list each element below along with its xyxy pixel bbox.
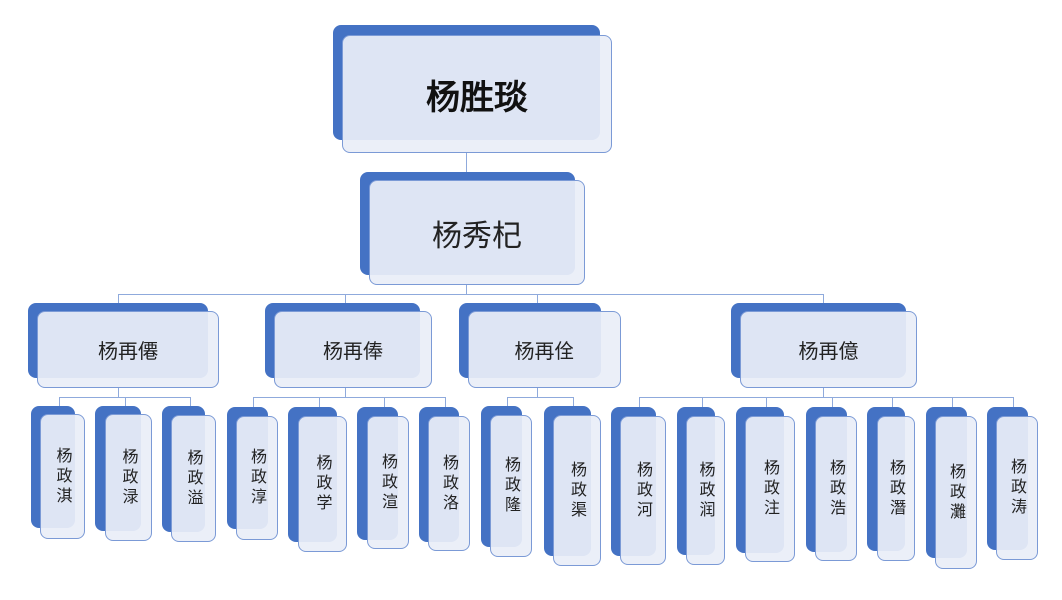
connector-level3-drop [345,294,346,304]
leaf-node-label: 杨政溢 [184,448,204,509]
connector-level4-drop [445,397,446,407]
root-node[interactable]: 杨胜琰 [342,35,612,153]
leaf-node-label: 杨政学 [313,454,333,514]
leaf-node[interactable]: 杨政润 [686,416,725,565]
leaf-node-label: 杨政灘 [947,462,966,523]
connector-level3-drop [823,294,824,304]
connector-level3-drop [118,294,119,304]
connector-level4-drop [573,397,574,407]
connector-level4-drop [702,397,703,407]
connector-level4-drop [892,397,893,407]
level3-node-3-label: 杨再佺 [514,339,575,363]
connector-level4-stem [823,388,824,397]
leaf-node[interactable]: 杨政学 [298,416,347,552]
connector-level3-drop [537,294,538,304]
level3-node-4[interactable]: 杨再億 [740,311,917,388]
leaf-node-label: 杨政渲 [379,452,398,513]
connector-level3-bus [118,294,823,295]
level3-node-4-label: 杨再億 [798,339,859,363]
connector-level4-drop [952,397,953,407]
leaf-node[interactable]: 杨政渲 [367,416,409,549]
connector-level4-bus [253,397,445,398]
leaf-node[interactable]: 杨政河 [620,416,666,565]
leaf-node-label: 杨政渠 [568,460,587,521]
connector-level4-stem [345,388,346,397]
connector-level4-drop [253,397,254,407]
leaf-node-label: 杨政隆 [502,456,521,516]
leaf-node-label: 杨政河 [634,460,653,521]
leaf-node-label: 杨政洛 [440,453,459,514]
root-node-label: 杨胜琰 [426,77,528,118]
level3-node-1-label: 杨再僊 [98,339,158,363]
connector-level4-bus [639,397,1013,398]
connector-level4-stem [537,388,538,397]
connector-level4-drop [507,397,508,407]
connector-level4-drop [384,397,385,407]
leaf-node[interactable]: 杨政灘 [935,416,977,569]
leaf-node[interactable]: 杨政浩 [815,416,857,561]
connector-level2-down [466,285,467,294]
leaf-node[interactable]: 杨政洛 [428,416,470,551]
connector-level4-drop [190,397,191,407]
leaf-node[interactable]: 杨政溢 [171,415,216,542]
leaf-node-label: 杨政注 [761,459,780,519]
level2-node[interactable]: 杨秀杞 [369,180,585,285]
level3-node-1[interactable]: 杨再僊 [37,311,219,388]
leaf-node[interactable]: 杨政注 [745,416,795,562]
leaf-node[interactable]: 杨政隆 [490,415,532,557]
leaf-node-label: 杨政淳 [248,448,267,508]
leaf-node-label: 杨政涛 [1008,458,1027,518]
leaf-node-label: 杨政淇 [53,446,73,507]
level2-node-label: 杨秀杞 [432,218,522,254]
leaf-node[interactable]: 杨政淳 [236,416,278,540]
connector-level4-drop [639,397,640,407]
connector-level4-bus [507,397,573,398]
connector-level4-bus [59,397,190,398]
leaf-node-label: 杨政润 [696,460,716,521]
leaf-node-label: 杨政潛 [887,458,906,519]
connector-level4-drop [125,397,126,407]
level3-node-2[interactable]: 杨再俸 [274,311,432,388]
leaf-node[interactable]: 杨政涛 [996,416,1038,560]
leaf-node-label: 杨政渌 [119,447,139,508]
leaf-node[interactable]: 杨政潛 [877,416,915,561]
connector-level4-drop [1013,397,1014,407]
connector-level4-drop [832,397,833,407]
leaf-node[interactable]: 杨政渠 [553,415,601,566]
level3-node-2-label: 杨再俸 [323,339,383,363]
connector-level4-drop [766,397,767,407]
level3-node-3[interactable]: 杨再佺 [468,311,621,388]
leaf-node[interactable]: 杨政渌 [105,414,152,541]
leaf-node-label: 杨政浩 [827,458,846,519]
connector-level4-stem [118,388,119,397]
connector-level4-drop [319,397,320,407]
leaf-node[interactable]: 杨政淇 [40,414,85,539]
connector-level4-drop [59,397,60,407]
connector-root-level2 [466,153,467,173]
